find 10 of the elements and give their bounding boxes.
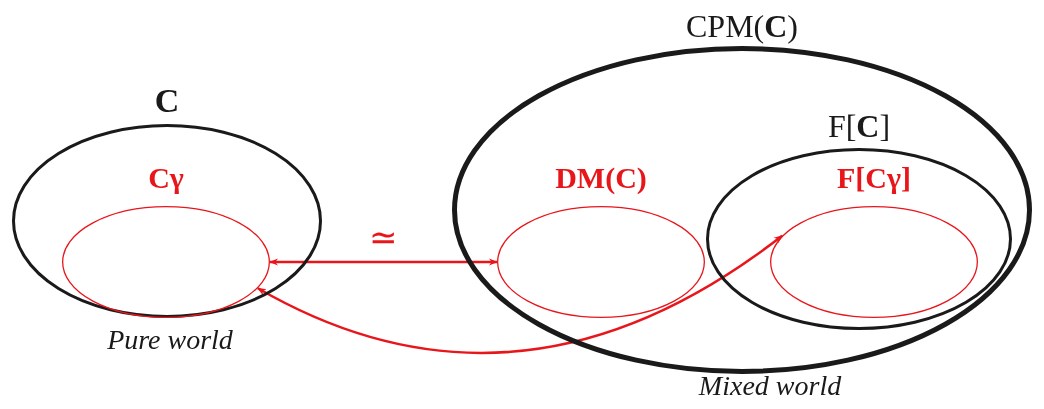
node-heading: F[Cγ]	[837, 163, 911, 193]
node-heading: Cγ	[148, 163, 184, 193]
caption-text: Mixed world	[697, 372, 843, 400]
node-heading: C	[154, 84, 180, 118]
node-heading: CPM(C)	[686, 10, 798, 42]
caption-text: Pure world	[106, 326, 234, 354]
node-heading: F[C]	[827, 110, 891, 142]
arrow	[257, 234, 783, 355]
node-heading: DM(C)	[555, 163, 647, 193]
arrow	[269, 258, 498, 266]
